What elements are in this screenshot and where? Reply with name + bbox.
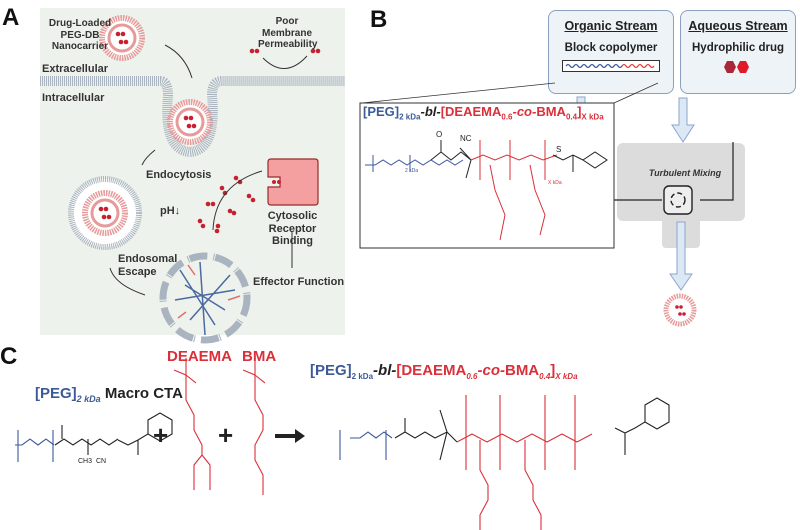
copolymer-chain-icon	[562, 60, 660, 72]
atom-cn: CN	[96, 458, 107, 465]
organic-stream-subtitle: Block copolymer	[564, 42, 658, 54]
nanocarrier-label: Drug-Loaded PEG-DB Nanocarrier	[48, 18, 112, 52]
peg-subscript: 2 kDa	[405, 168, 419, 174]
product-close-sub: X kDa	[555, 372, 578, 381]
effector-label: Effector Function	[253, 276, 345, 288]
panel-b-label: B	[370, 6, 388, 33]
formula-close-sub: X kDa	[581, 112, 604, 122]
membrane	[40, 76, 345, 158]
formula-peg: [PEG]	[363, 104, 400, 119]
plus-sign-2: +	[218, 420, 234, 450]
bma-label: BMA	[242, 348, 277, 365]
polymer-structure	[365, 140, 608, 241]
reaction-arrow-icon	[295, 429, 305, 443]
product-bl: -bl-	[373, 362, 397, 379]
atom-nc: NC	[460, 134, 472, 143]
product-bma-sub: 0.4	[539, 372, 551, 381]
cytosolic-receptor-icon	[267, 158, 319, 206]
formula-bma: BMA	[536, 104, 566, 119]
macro-cta-text: Macro CTA	[104, 385, 183, 402]
endocytosis-label: Endocytosis	[146, 169, 212, 181]
drug-hexagon-icon	[724, 61, 749, 73]
product-bma: BMA	[504, 362, 540, 379]
intracellular-label: Intracellular	[42, 92, 105, 104]
permeability-label: Poor Membrane Permeability	[258, 16, 318, 50]
product-deaema-sub: 0.6	[466, 372, 478, 381]
x-subscript: X kDa	[548, 180, 562, 186]
product-co: -co-	[477, 362, 505, 379]
product-close: ]	[550, 362, 556, 379]
aqueous-stream-subtitle: Hydrophilic drug	[692, 42, 784, 54]
aqueous-stream-box: Aqueous Stream Hydrophilic drug	[680, 10, 796, 94]
atom-ch3: CH3	[78, 458, 93, 465]
macro-peg: [PEG]	[35, 385, 77, 402]
ph-label: pH↓	[160, 205, 181, 217]
formula-peg-sub: 2 kDa	[399, 112, 421, 122]
formula-close: ]	[577, 104, 582, 119]
plus-sign-1: +	[153, 420, 169, 450]
formula-co: -co-	[512, 104, 537, 119]
macro-sub: 2 kDa	[76, 394, 101, 404]
formula-deaema-sub: 0.6	[501, 112, 513, 122]
product-peg-sub: 2 kDa	[351, 372, 374, 381]
receptor-label: Cytosolic Receptor Binding	[267, 210, 318, 248]
deaema-label: DEAEMA	[167, 348, 233, 365]
macro-cta-title: [PEG]2 kDa Macro CTA	[35, 385, 183, 404]
mixing-label: Turbulent Mixing	[648, 168, 722, 178]
atom-s: S	[556, 145, 562, 154]
formula-title: [PEG]2 kDa-bl-[DEAEMA0.6-co-BMA0.4]X kDa	[363, 104, 604, 122]
organic-stream-title: Organic Stream	[564, 19, 658, 33]
mixer-icon	[663, 185, 693, 215]
disrupted-endosome-icon	[159, 252, 251, 344]
organic-stream-box: Organic Stream Block copolymer	[548, 10, 674, 94]
product-deaema: [DEAEMA	[396, 362, 467, 379]
product-peg: [PEG]	[310, 362, 352, 379]
panel-c-label: C	[0, 343, 18, 370]
output-nanocarrier-icon	[663, 293, 697, 327]
formula-deaema: [DEAEMA	[440, 104, 502, 119]
atom-o: O	[436, 130, 443, 139]
extracellular-label: Extracellular	[42, 63, 109, 75]
product-title: [PEG]2 kDa-bl-[DEAEMA0.6-co-BMA0.4]X kDa	[310, 362, 578, 381]
escape-label: Endosomal Escape	[118, 253, 178, 278]
panel-a-label: A	[2, 4, 20, 31]
formula-bl: -bl-	[420, 104, 441, 119]
aqueous-stream-title: Aqueous Stream	[688, 19, 788, 33]
endosome-icon	[68, 176, 142, 250]
formula-bma-sub: 0.4	[565, 112, 578, 122]
polymer-structure-box	[359, 102, 615, 249]
